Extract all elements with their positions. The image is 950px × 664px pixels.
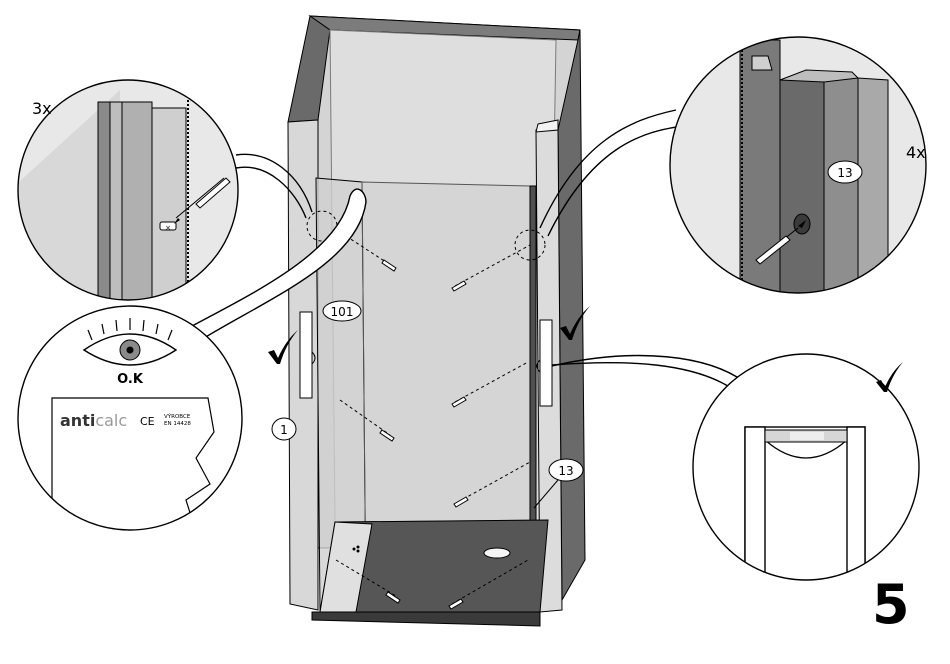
step-number: 5 bbox=[872, 578, 910, 632]
detail-circle-top-right: 13 bbox=[670, 30, 926, 330]
quantity-label-left: 3x bbox=[32, 99, 52, 118]
quantity-label-right: 4x bbox=[906, 143, 926, 162]
brand-logo: anticalc bbox=[60, 411, 127, 430]
part-label-13-detail: 13 bbox=[837, 166, 852, 180]
maker-label: VÝROBCE bbox=[164, 413, 191, 420]
callout-1: 1 bbox=[272, 418, 296, 440]
svg-text:101: 101 bbox=[331, 305, 354, 319]
shower-enclosure bbox=[288, 16, 585, 626]
standard-label: EN 14428 bbox=[164, 421, 191, 427]
callout-101: 101 bbox=[323, 301, 361, 321]
svg-text:13: 13 bbox=[558, 464, 573, 478]
svg-text:1: 1 bbox=[280, 423, 288, 437]
detail-circle-bottom-left: O.K anticalc CE VÝROBCE EN 14428 bbox=[18, 306, 242, 532]
status-text-ok: O.K bbox=[117, 372, 144, 387]
screw-marker: × bbox=[165, 224, 171, 232]
ce-mark: CE bbox=[140, 415, 155, 428]
